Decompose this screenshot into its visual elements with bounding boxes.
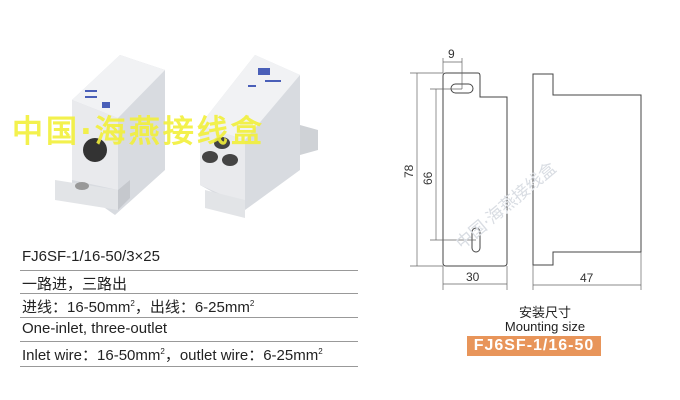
- superscript: 2: [318, 347, 323, 356]
- dim-pitch-label: 66: [421, 171, 435, 185]
- divider: [20, 317, 358, 318]
- dim-depth-label: 47: [580, 271, 594, 285]
- spec-desc-en: One-inlet, three-outlet: [22, 320, 168, 337]
- spec-wire-en: Inlet wire：16-50mm2，outlet wire：6-25mm2: [22, 344, 323, 365]
- dim-width-label: 30: [466, 270, 480, 284]
- spec-wire-cn: 进线：16-50mm2，出线：6-25mm2: [22, 296, 254, 317]
- divider: [20, 293, 358, 294]
- inlet-wire-cn: 进线：16-50mm: [22, 299, 131, 316]
- outlet-wire-cn: ，出线：6-25mm: [134, 299, 250, 316]
- model-badge: FJ6SF-1/16-50: [467, 336, 601, 356]
- superscript: 2: [160, 347, 165, 356]
- divider: [20, 366, 358, 367]
- drawing-watermark: 中国·海燕接线盒: [452, 159, 560, 254]
- spec-desc-cn: 一路进，三路出: [22, 276, 128, 293]
- superscript: 2: [249, 299, 255, 308]
- dim-slot-label: 9: [448, 47, 455, 61]
- spec-model: FJ6SF-1/16-50/3×25: [22, 248, 160, 265]
- caption-cn: 安装尺寸: [518, 305, 571, 320]
- product-photos: [55, 55, 318, 218]
- outlet-wire-en: ，outlet wire：6-25mm: [164, 347, 319, 364]
- superscript: 2: [130, 299, 135, 308]
- front-plate: [442, 72, 508, 267]
- three-outlet-block-image: [200, 55, 318, 218]
- caption-en: Mounting size: [504, 319, 586, 334]
- inlet-wire-en: Inlet wire：16-50mm: [22, 347, 161, 364]
- divider: [20, 341, 358, 342]
- watermark: 中国·海燕接线盒: [12, 114, 265, 150]
- divider: [20, 270, 358, 271]
- dim-height-label: 78: [402, 164, 416, 178]
- single-inlet-block-image: [55, 55, 165, 215]
